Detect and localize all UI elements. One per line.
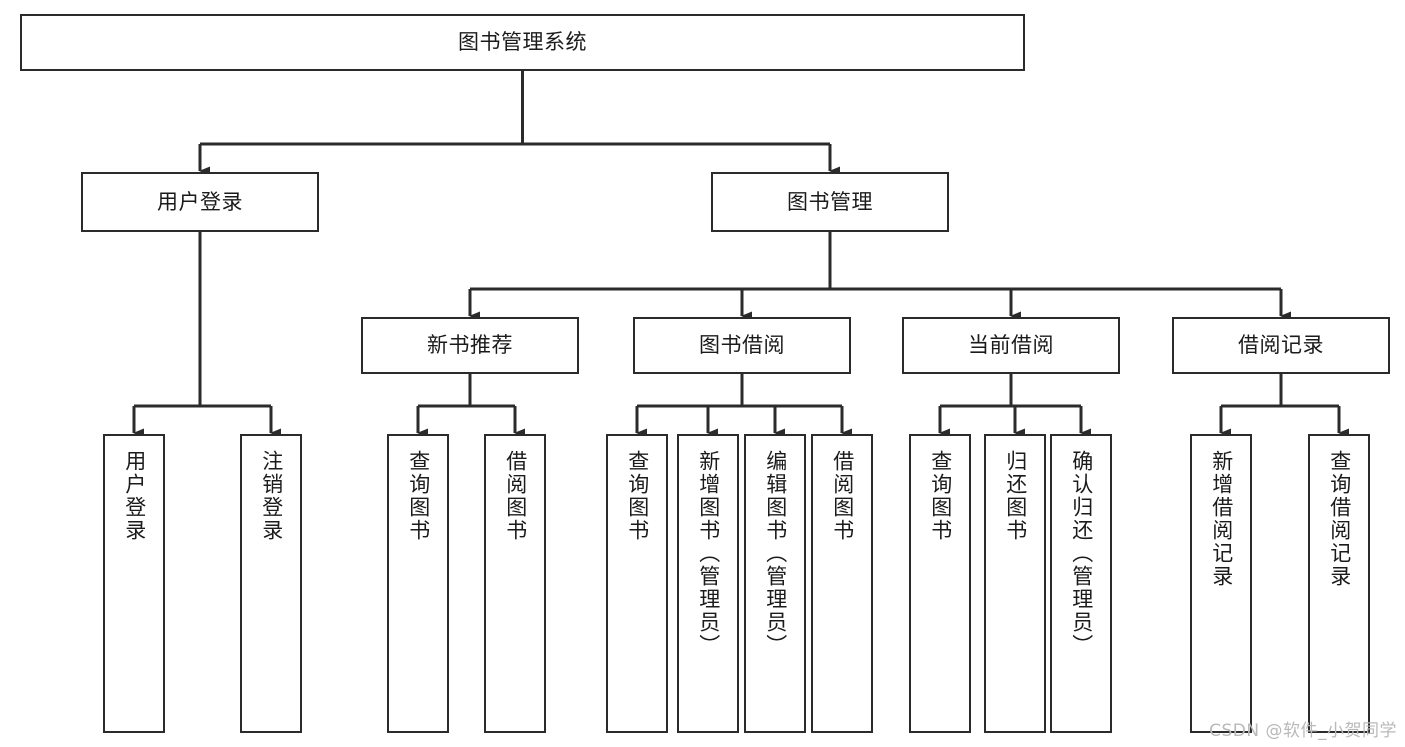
node-leaf-query-book-1[interactable]: 查询图书 [387,434,449,733]
node-label: 确认归还（管理员） [1069,450,1094,657]
node-leaf-add-book[interactable]: 新增图书（管理员） [677,434,739,733]
node-label: 注销登录 [259,450,284,542]
node-label: 查询图书 [625,450,650,542]
node-leaf-logout[interactable]: 注销登录 [240,434,302,733]
node-label: 借阅图书 [503,450,528,542]
node-leaf-add-record[interactable]: 新增借阅记录 [1190,434,1252,733]
node-leaf-query-book-2[interactable]: 查询图书 [606,434,668,733]
node-label: 新书推荐 [427,333,513,358]
node-user-login[interactable]: 用户登录 [81,172,319,232]
node-label: 图书管理 [787,189,873,214]
node-label: 借阅记录 [1238,333,1324,358]
node-leaf-query-book-3[interactable]: 查询图书 [909,434,971,733]
node-label: 用户登录 [157,189,243,214]
node-new-book-recommend[interactable]: 新书推荐 [361,317,579,374]
node-label: 查询图书 [928,450,953,542]
node-leaf-user-login[interactable]: 用户登录 [103,434,165,733]
node-label: 编辑图书（管理员） [763,450,788,657]
node-label: 新增借阅记录 [1209,450,1234,588]
node-borrow-record[interactable]: 借阅记录 [1172,317,1390,374]
node-leaf-confirm-return[interactable]: 确认归还（管理员） [1050,434,1112,733]
node-label: 图书借阅 [699,333,785,358]
node-label: 归还图书 [1003,450,1028,542]
node-label: 图书管理系统 [458,30,587,55]
node-label: 当前借阅 [968,333,1054,358]
node-current-borrow[interactable]: 当前借阅 [902,317,1120,374]
node-root[interactable]: 图书管理系统 [20,14,1025,71]
node-leaf-query-record[interactable]: 查询借阅记录 [1308,434,1370,733]
node-book-borrow[interactable]: 图书借阅 [633,317,851,374]
node-label: 查询借阅记录 [1327,450,1352,588]
node-leaf-return-book[interactable]: 归还图书 [984,434,1046,733]
node-label: 新增图书（管理员） [696,450,721,657]
node-book-manage[interactable]: 图书管理 [711,172,949,232]
node-leaf-borrow-book-2[interactable]: 借阅图书 [811,434,873,733]
node-leaf-borrow-book-1[interactable]: 借阅图书 [484,434,546,733]
node-label: 查询图书 [406,450,431,542]
node-label: 用户登录 [122,450,147,542]
node-label: 借阅图书 [830,450,855,542]
node-leaf-edit-book[interactable]: 编辑图书（管理员） [744,434,806,733]
